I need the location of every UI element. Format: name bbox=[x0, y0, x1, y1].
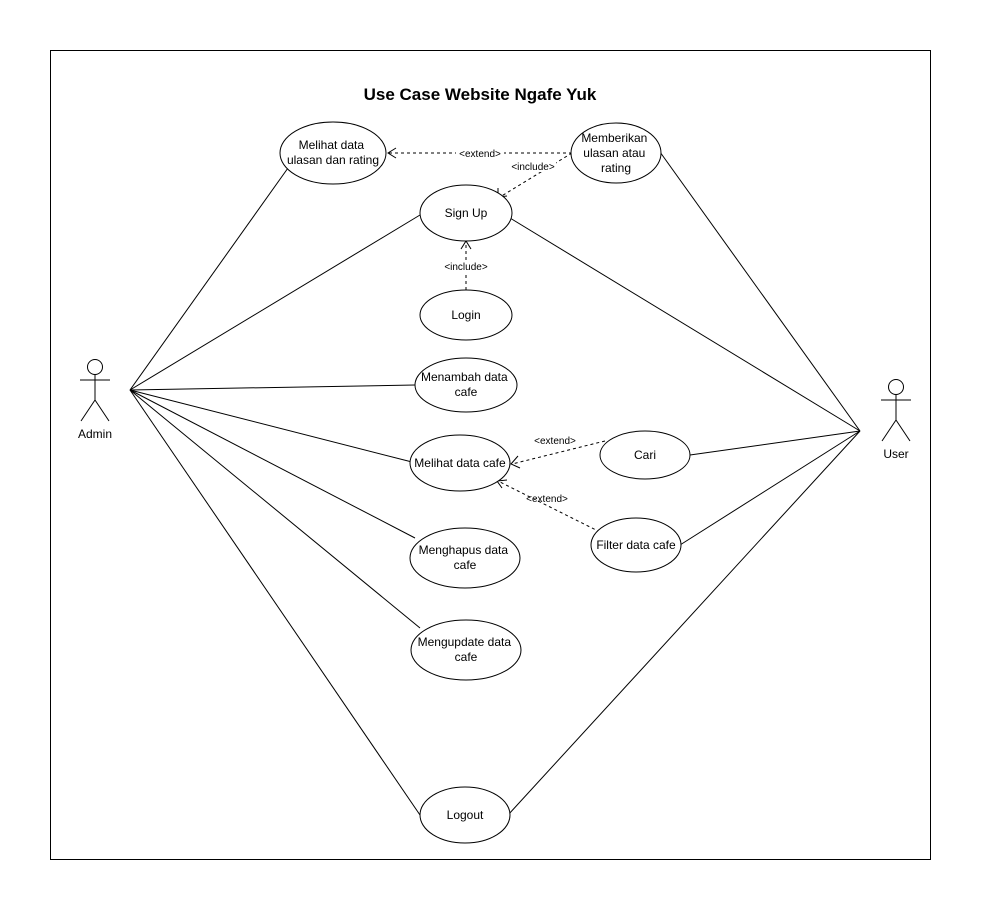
include-label-memberikan: <include> bbox=[511, 162, 555, 173]
label-melihat-ulasan: Melihat data ulasan dan rating bbox=[287, 138, 379, 167]
use-case-logout bbox=[419, 786, 511, 844]
extend-line-cari bbox=[511, 440, 606, 465]
actor-admin-label: Admin bbox=[78, 427, 112, 441]
label-filter: Filter data cafe bbox=[596, 538, 676, 552]
label-logout: Logout bbox=[447, 808, 484, 822]
assoc-admin-menghapus bbox=[129, 389, 416, 539]
extend-label-ulasan: <extend> bbox=[459, 149, 501, 160]
label-mengupdate: Mengupdate data cafe bbox=[418, 635, 515, 664]
use-case-login bbox=[419, 289, 513, 341]
actor-admin-figure bbox=[80, 359, 110, 422]
include-label-login-bg bbox=[443, 260, 489, 272]
include-line-memberikan-signup bbox=[499, 152, 573, 198]
extend-label-cari: <extend> bbox=[534, 436, 576, 447]
label-menghapus: Menghapus data cafe bbox=[419, 543, 512, 572]
extend-label-bg bbox=[456, 147, 504, 159]
use-case-menambah bbox=[414, 357, 518, 413]
assoc-user-sign-up bbox=[509, 217, 861, 432]
use-case-shapes bbox=[279, 121, 691, 844]
label-cari: Cari bbox=[634, 448, 656, 462]
arrowhead-extend-ulasan bbox=[387, 147, 397, 159]
assoc-user-logout bbox=[507, 430, 861, 816]
assoc-admin-logout bbox=[129, 389, 421, 816]
use-case-menghapus bbox=[409, 527, 521, 589]
label-melihat-cafe: Melihat data cafe bbox=[414, 456, 506, 470]
label-login: Login bbox=[451, 308, 480, 322]
label-memberikan-ulasan: Memberikan ulasan atau rating bbox=[581, 131, 650, 175]
label-menambah: Menambah data cafe bbox=[421, 370, 511, 399]
include-label-login: <include> bbox=[444, 262, 488, 273]
assoc-admin-mengupdate bbox=[129, 389, 421, 629]
assoc-admin-menambah bbox=[129, 384, 416, 391]
use-case-memberikan-ulasan bbox=[570, 122, 662, 184]
use-case-filter bbox=[590, 517, 682, 573]
assoc-admin-melihat-ulasan bbox=[129, 167, 289, 391]
assoc-admin-melihat-cafe bbox=[129, 389, 413, 463]
label-sign-up: Sign Up bbox=[445, 206, 488, 220]
use-case-mengupdate bbox=[410, 619, 522, 681]
assoc-user-filter bbox=[679, 430, 861, 546]
use-case-sign-up bbox=[419, 184, 513, 242]
assoc-user-memberikan bbox=[659, 151, 861, 432]
include-label-bg bbox=[510, 160, 556, 172]
assoc-admin-sign-up bbox=[129, 214, 421, 391]
actor-user-label: User bbox=[883, 447, 908, 461]
associations bbox=[129, 151, 861, 816]
use-case-melihat-cafe bbox=[409, 434, 511, 492]
use-case-cari bbox=[599, 430, 691, 480]
assoc-user-cari bbox=[689, 430, 861, 456]
arrowhead-extend-cari bbox=[510, 455, 521, 469]
extend-label-filter: <extend> bbox=[526, 494, 568, 505]
actor-user-figure bbox=[881, 379, 911, 442]
extend-line-filter bbox=[497, 480, 601, 533]
diagram-title: Use Case Website Ngafe Yuk bbox=[364, 85, 597, 104]
use-case-melihat-ulasan bbox=[279, 121, 387, 185]
